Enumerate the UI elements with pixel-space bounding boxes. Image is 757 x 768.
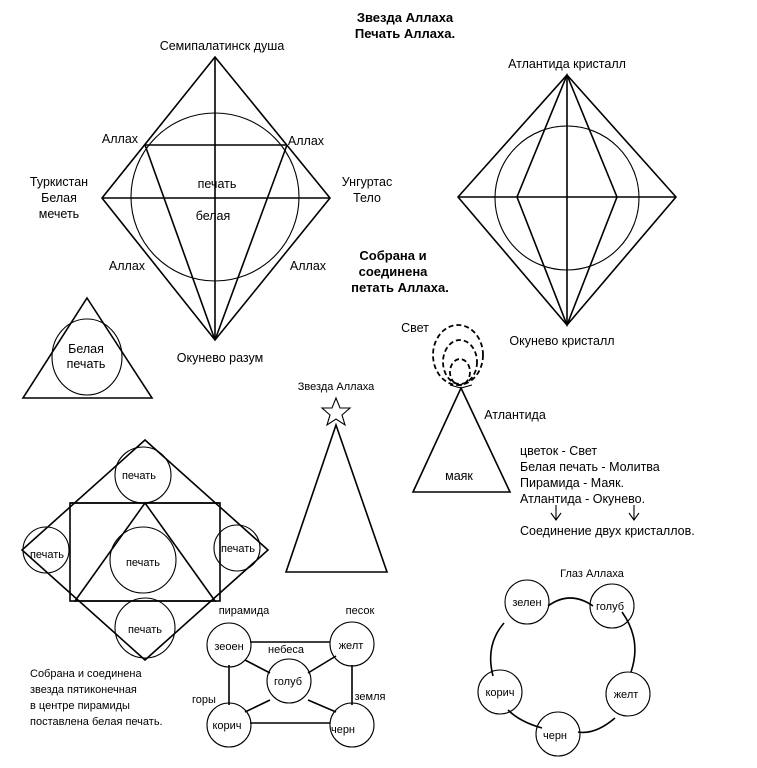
allah-bottom-left-label: Аллах — [109, 259, 146, 273]
seal-bottom-circle — [114, 597, 176, 659]
flower-icon — [432, 324, 484, 389]
seal-top-circle — [114, 446, 172, 504]
left-diamond-line-l — [144, 144, 216, 341]
center-seal-label: печать — [198, 177, 237, 191]
brown-label: корич — [212, 720, 241, 732]
eye-black-label: черн — [543, 730, 567, 742]
seal-right-circle — [213, 524, 261, 572]
left-diamond-bottom-label: Окунево разум — [177, 351, 263, 365]
gathered-line-3: петать Аллаха. — [351, 280, 449, 295]
seal-diamond-outline — [20, 438, 270, 662]
lighthouse-inside-label: маяк — [445, 469, 473, 483]
seal-bottom-label: печать — [128, 624, 162, 636]
pyramid-label: пирамида — [219, 605, 270, 617]
yellow-circle — [329, 621, 375, 667]
legend-line-3: Пирамида - Маяк. — [520, 476, 624, 490]
white-seal-label-1: Белая — [68, 342, 104, 356]
eye-green-label: зелен — [512, 597, 541, 609]
arrow-down-icon — [628, 505, 640, 521]
eye-brown-circle — [477, 669, 523, 715]
caption-line-4: поставлена белая печать. — [30, 716, 163, 728]
white-seal-circle — [51, 318, 123, 396]
seal-center-circle — [109, 526, 177, 594]
left-diamond-line-r — [214, 144, 288, 341]
seal-center-label: печать — [126, 557, 160, 569]
union-label: Соединение двух кристаллов. — [520, 524, 695, 538]
seal-diamond — [20, 438, 270, 662]
title-line1: Звезда Аллаха — [357, 10, 454, 25]
seal-left-circle — [22, 526, 70, 574]
sand-label: песок — [346, 605, 375, 617]
lighthouse-triangle — [411, 386, 512, 493]
black-circle — [329, 702, 375, 748]
eye-brown-label: корич — [485, 687, 514, 699]
blue-label: голуб — [274, 676, 302, 688]
seal-top-label: печать — [122, 470, 156, 482]
left-diamond-right-label-2: Тело — [353, 191, 381, 205]
caption-line-2: звезда пятиконечная — [30, 684, 137, 696]
white-seal-triangle-outline — [21, 296, 154, 399]
mountains-label: горы — [192, 694, 216, 706]
white-seal-triangle — [21, 296, 154, 399]
eye-yellow-label: желт — [614, 689, 639, 701]
left-diamond-left-label-3: мечеть — [39, 207, 79, 221]
green-label: зеоен — [214, 641, 243, 653]
sky-label: небеса — [268, 644, 305, 656]
eye-blue-label: голуб — [596, 601, 624, 613]
white-seal-label-2: печать — [67, 357, 106, 371]
legend-line-1: цветок - Свет — [520, 444, 597, 458]
eye-blue-circle — [589, 583, 635, 629]
blue-circle — [266, 658, 312, 704]
brown-circle — [206, 702, 252, 748]
seal-diamond-rect — [69, 502, 221, 602]
green-circle — [206, 622, 252, 668]
yellow-label: желт — [339, 640, 364, 652]
legend-line-4: Атлантида - Окунево. — [520, 492, 645, 506]
star-pyramid-triangle — [284, 422, 389, 573]
eye-yellow-circle — [605, 671, 651, 717]
eye-green-circle — [504, 579, 550, 625]
arrow-down-icon — [550, 505, 562, 521]
allah-top-left-label: Аллах — [102, 132, 139, 146]
pyramid-square — [206, 621, 375, 748]
earth-label: земля — [355, 691, 386, 703]
light-label: Свет — [401, 321, 429, 335]
left-diamond-top-label: Семипалатинск душа — [160, 39, 285, 53]
title-line2: Печать Аллаха. — [355, 26, 455, 41]
right-diamond-bottom-label: Окунево кристалл — [509, 334, 614, 348]
left-diamond-right-label-1: Унгуртас — [342, 175, 392, 189]
eye-title: Глаз Аллаха — [560, 568, 625, 580]
allah-top-right-label: Аллах — [288, 134, 325, 148]
legend-line-2: Белая печать - Молитва — [520, 460, 660, 474]
caption-line-3: в центре пирамиды — [30, 700, 130, 712]
right-diamond-top-label: Атлантида кристалл — [508, 57, 626, 71]
gathered-line-2: соединена — [359, 264, 429, 279]
star-pyramid-label: Звезда Аллаха — [298, 381, 375, 393]
seal-left-label: печать — [30, 549, 64, 561]
gathered-line-1: Собрана и — [359, 248, 426, 263]
seal-diamond-triangle — [73, 501, 217, 602]
black-label: черн — [331, 724, 355, 736]
left-diamond-left-label-1: Туркистан — [30, 175, 88, 189]
star-icon — [320, 396, 352, 427]
allah-bottom-right-label: Аллах — [290, 259, 327, 273]
atlantis-label: Атлантида — [484, 408, 546, 422]
left-diamond — [100, 55, 332, 342]
seal-right-label: печать — [221, 543, 255, 555]
center-white-label: белая — [196, 209, 231, 223]
right-diamond — [456, 72, 678, 328]
eye-black-circle — [535, 711, 581, 757]
eye-ring — [477, 579, 651, 757]
caption-line-1: Собрана и соединена — [30, 668, 142, 680]
left-diamond-left-label-2: Белая — [41, 191, 77, 205]
